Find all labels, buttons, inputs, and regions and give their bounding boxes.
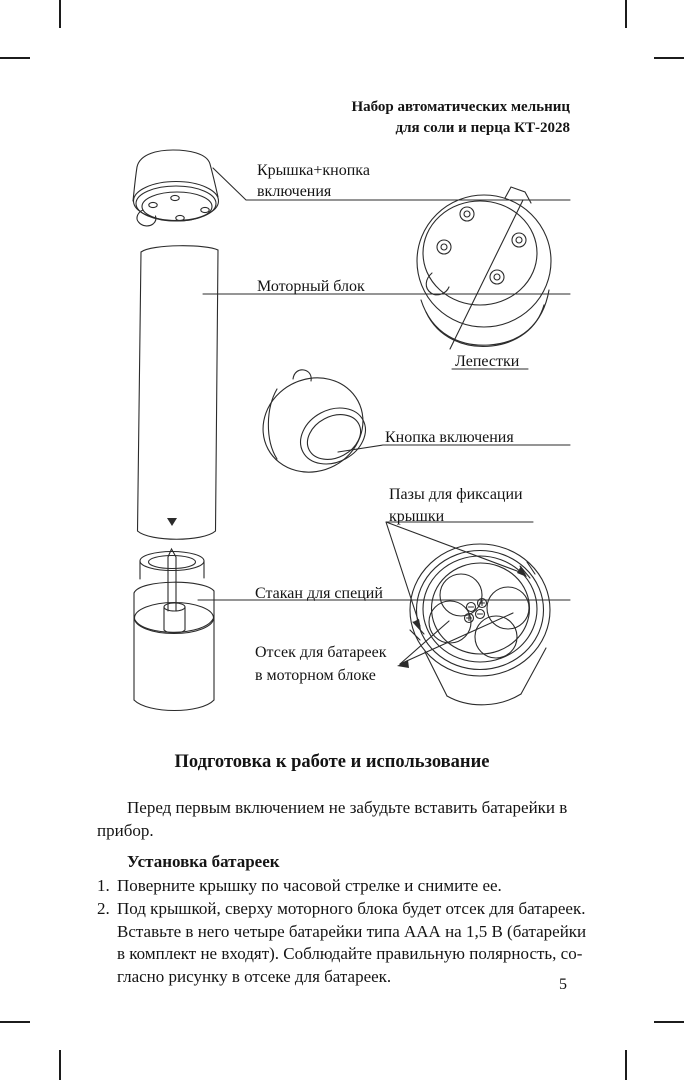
cap-groove-mark — [526, 561, 536, 575]
petal-tab-top — [504, 186, 532, 204]
crop-mark-bottom-right-v — [625, 1050, 627, 1080]
section-heading: Подготовка к работе и использование — [174, 752, 490, 772]
label-motor-block: Моторный блок — [257, 278, 365, 295]
crop-mark-bottom-left-v — [59, 1050, 61, 1080]
crop-mark-bottom-right-h — [654, 1021, 684, 1023]
label-power-button: Кнопка включения — [385, 429, 514, 446]
step-text: Поверните крышку по часовой стрелке и сн… — [117, 876, 502, 895]
crop-mark-bottom-left-h — [0, 1021, 30, 1023]
step-marker: 1. — [97, 876, 110, 895]
label-battery-compartment: Отсек для батареек в моторном блоке — [255, 644, 387, 684]
power-button-ring-drawing — [262, 369, 366, 473]
cap-groove-mark — [409, 629, 421, 641]
intro-paragraph: Перед первым включением не забудьте вста… — [97, 798, 568, 840]
label-cap-grooves: Пазы для фиксации крышки — [389, 486, 523, 525]
step-row: 1. Поверните крышку по часовой стрелке и… — [97, 875, 502, 898]
leader-lines — [197, 167, 571, 668]
label-cap: Крышка+кнопка включения — [257, 162, 370, 200]
crop-mark-top-right-h — [654, 57, 684, 59]
battery-slot — [428, 600, 472, 644]
crop-mark-top-right-v — [625, 0, 627, 28]
orientation-triangle-mark — [167, 518, 177, 526]
cap-groove-mark — [412, 621, 425, 635]
step-marker: 2. — [97, 899, 110, 918]
subsection-heading: Установка батареек — [127, 852, 280, 871]
label-petals: Лепестки — [455, 353, 520, 370]
battery-slot — [439, 573, 483, 617]
document-header: Набор автоматических мельниц для соли и п… — [351, 97, 570, 138]
motor-block-drawing — [136, 245, 219, 540]
spice-cup-drawing — [133, 547, 215, 712]
battery-slot — [486, 586, 530, 630]
cap-bottom-view-drawing — [416, 186, 552, 350]
crop-mark-top-left-h — [0, 57, 30, 59]
header-line2: для соли и перца КТ-2028 — [395, 119, 570, 136]
step-text: Под крышкой, сверху моторного блока буде… — [117, 899, 587, 986]
battery-slot — [474, 615, 518, 659]
petal-tab-bottom — [425, 272, 450, 296]
label-spice-cup: Стакан для специй — [255, 585, 383, 602]
header-line1: Набор автоматических мельниц — [351, 99, 570, 115]
cap-lid-drawing — [132, 149, 220, 227]
crop-mark-top-left-v — [59, 0, 61, 28]
page-number: 5 — [559, 976, 567, 993]
battery-compartment-view-drawing — [409, 543, 551, 706]
device-diagram — [132, 149, 571, 712]
step-row: 2. Под крышкой, сверху моторного блока б… — [97, 898, 586, 988]
